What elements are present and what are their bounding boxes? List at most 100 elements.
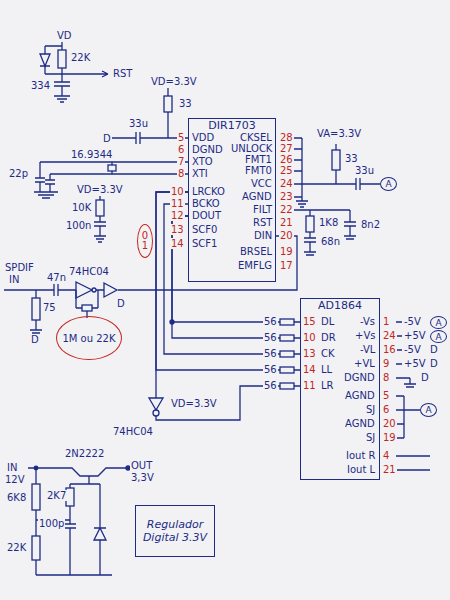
part-label: DIN bbox=[253, 230, 273, 241]
part-label: 56 bbox=[263, 332, 278, 343]
ground-marker: A bbox=[380, 177, 397, 191]
pin-number: 12 bbox=[170, 210, 185, 221]
pin-number: 28 bbox=[279, 132, 294, 143]
signal-wire bbox=[172, 216, 300, 338]
signal-wire bbox=[172, 216, 300, 322]
pin-number: 27 bbox=[279, 143, 294, 154]
part-label: AGND bbox=[241, 191, 273, 202]
part-label: AGND bbox=[344, 418, 376, 429]
node-text: Regulador Digital 3.3V bbox=[138, 518, 212, 544]
part-label: IN bbox=[8, 274, 20, 285]
ground-marker: A bbox=[430, 316, 447, 329]
node-text: 1 bbox=[142, 241, 148, 251]
part-label: DL bbox=[320, 316, 335, 327]
part-label: 12V bbox=[4, 474, 26, 485]
pin-number: 6 bbox=[177, 144, 185, 155]
part-label: D bbox=[429, 344, 439, 355]
part-label: 68n bbox=[320, 236, 341, 247]
pin-number: 8 bbox=[382, 372, 390, 383]
pin-number: 16 bbox=[382, 344, 397, 355]
part-label: DOUT bbox=[191, 210, 222, 221]
part-label: VD=3.3V bbox=[150, 76, 198, 87]
node-text: A bbox=[385, 179, 391, 189]
part-label: D bbox=[102, 133, 112, 144]
part-label: SPDIF bbox=[4, 262, 35, 273]
part-label: 334 bbox=[30, 80, 51, 91]
part-label: 56 bbox=[263, 380, 278, 391]
part-label: CK bbox=[320, 348, 336, 359]
part-label: FILT bbox=[252, 204, 273, 215]
part-label: IN bbox=[6, 462, 18, 473]
part-label: 56 bbox=[263, 364, 278, 375]
pin-number: 6 bbox=[382, 404, 390, 415]
pin-number: 4 bbox=[382, 450, 390, 461]
pin-number: 5 bbox=[382, 390, 390, 401]
pin-number: 1 bbox=[382, 316, 390, 327]
jumper-note: 01 bbox=[137, 224, 153, 258]
part-label: VD=3.3V bbox=[76, 184, 124, 195]
part-label: OUT bbox=[130, 460, 153, 471]
part-label: 2N2222 bbox=[64, 448, 105, 459]
part-label: BRSEL bbox=[239, 246, 273, 257]
part-label: -VL bbox=[359, 344, 376, 355]
pin-number: 24 bbox=[279, 178, 294, 189]
part-label: Iout L bbox=[346, 464, 376, 475]
pin-number: 19 bbox=[382, 432, 397, 443]
part-label: 3,3V bbox=[130, 472, 155, 483]
pin-number: 21 bbox=[382, 464, 397, 475]
part-label: VA=3.3V bbox=[316, 128, 362, 139]
part-label: +VL bbox=[353, 358, 376, 369]
node-text: AD1864 bbox=[318, 300, 362, 312]
part-label: AGND bbox=[344, 390, 376, 401]
node-text: 0 bbox=[142, 231, 148, 241]
signal-wire bbox=[156, 192, 300, 370]
part-label: 33 bbox=[344, 153, 359, 164]
part-label: UNLOCK bbox=[230, 143, 273, 154]
part-label: SCF1 bbox=[191, 238, 218, 249]
part-label: 8n2 bbox=[360, 219, 381, 230]
part-label: -5V bbox=[403, 344, 422, 355]
part-label: LR bbox=[320, 380, 335, 391]
pin-number: 7 bbox=[177, 156, 185, 167]
part-label: D bbox=[420, 372, 430, 383]
pin-number: 8 bbox=[177, 168, 185, 179]
part-label: RST bbox=[112, 68, 133, 79]
pin-number: 26 bbox=[279, 154, 294, 165]
part-label: VDD bbox=[191, 132, 215, 143]
node-text: 1M ou 22K bbox=[62, 333, 115, 344]
pin-number: 14 bbox=[302, 364, 317, 375]
part-label: D bbox=[116, 298, 126, 309]
part-label: FMT1 bbox=[244, 154, 273, 165]
node-text: DIR1703 bbox=[208, 120, 255, 132]
pin-number: 13 bbox=[302, 348, 317, 359]
part-label: 2K7 bbox=[46, 490, 67, 501]
pin-number: 25 bbox=[279, 165, 294, 176]
part-label: VD bbox=[56, 30, 73, 41]
pin-number: 10 bbox=[302, 332, 317, 343]
part-label: FMT0 bbox=[244, 165, 273, 176]
pin-number: 21 bbox=[279, 217, 294, 228]
pin-number: 23 bbox=[279, 191, 294, 202]
pin-number: 14 bbox=[170, 238, 185, 249]
part-label: RST bbox=[252, 217, 273, 228]
part-label: Iout R bbox=[345, 450, 376, 461]
pin-number: 13 bbox=[170, 224, 185, 235]
part-label: 33u bbox=[354, 165, 375, 176]
part-label: CKSEL bbox=[239, 132, 273, 143]
part-label: EMFLG bbox=[237, 260, 273, 271]
part-label: BCKO bbox=[191, 198, 221, 209]
part-label: XTI bbox=[191, 168, 209, 179]
part-label: 56 bbox=[263, 348, 278, 359]
part-label: 22p bbox=[8, 168, 29, 179]
part-label: +5V bbox=[403, 358, 427, 369]
pin-number: 20 bbox=[382, 418, 397, 429]
part-label: VD=3.3V bbox=[170, 398, 218, 409]
pin-number: 5 bbox=[177, 132, 185, 143]
part-label: D bbox=[30, 334, 40, 345]
part-label: +Vs bbox=[354, 330, 376, 341]
part-label: VCC bbox=[250, 178, 273, 189]
pin-number: 20 bbox=[279, 230, 294, 241]
part-label: SCF0 bbox=[191, 224, 218, 235]
